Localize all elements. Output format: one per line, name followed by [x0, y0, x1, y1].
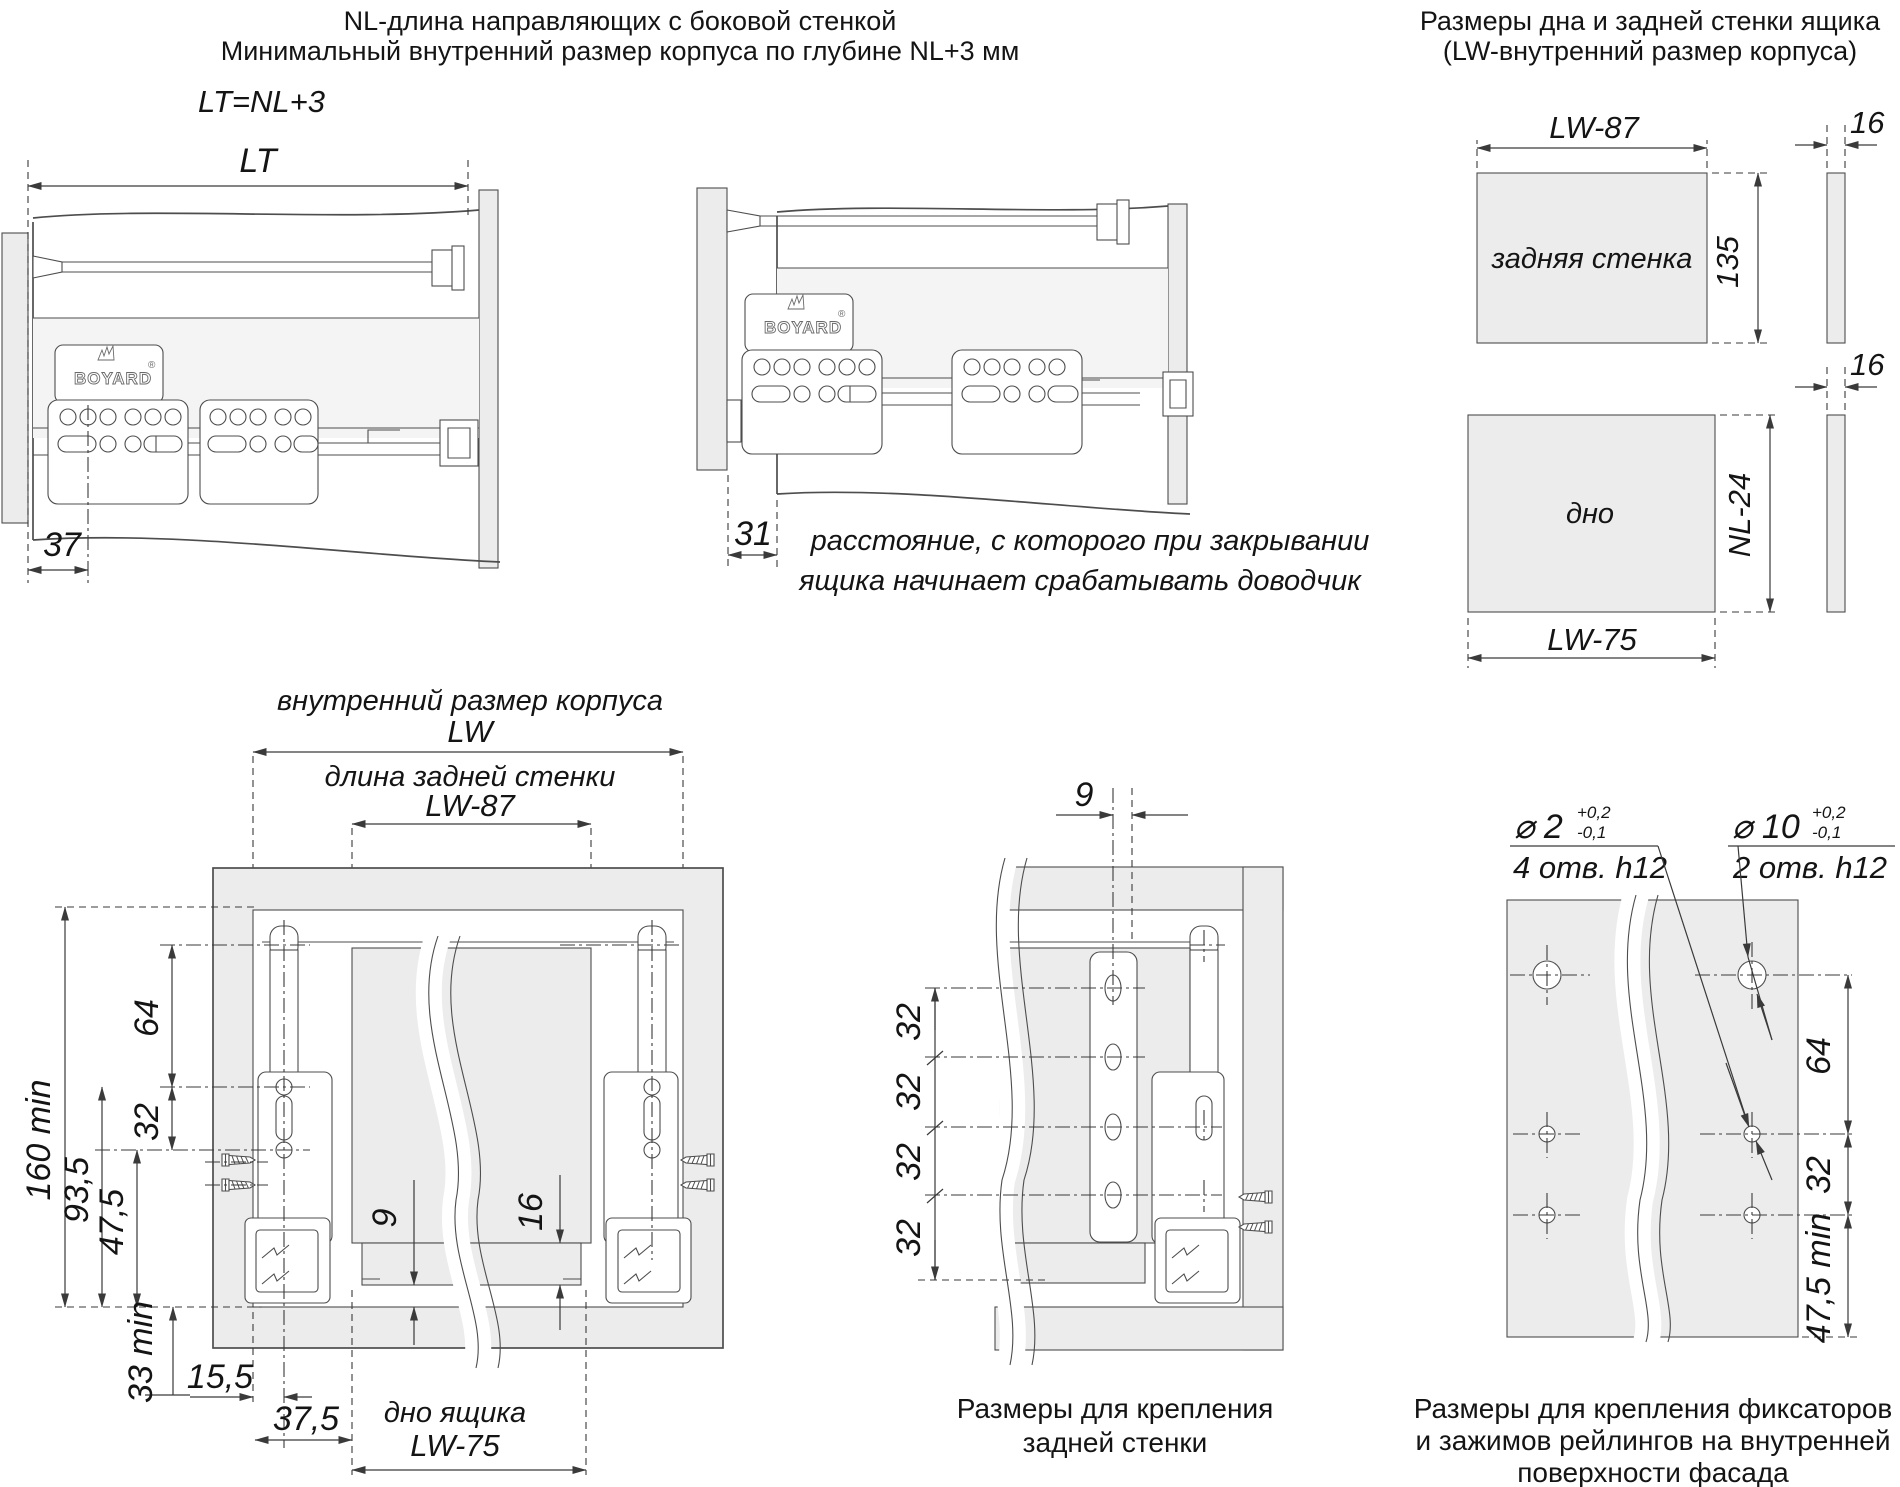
case-width-label-1: внутренний размер корпуса — [277, 685, 663, 717]
dim-32: 32 — [128, 1103, 166, 1141]
callout-dia10-tol-minus: -0,1 — [1812, 823, 1841, 842]
lt-formula: LT=NL+3 — [198, 84, 325, 119]
callout-dia10: ⌀ 10 — [1732, 808, 1800, 846]
bottom-panel-drawing: дно NL-24 LW-75 16 — [1467, 347, 1885, 668]
dim-9: 9 — [1075, 776, 1094, 814]
callout-dia10-qty: 2 отв. h12 — [1732, 850, 1887, 885]
back-panel-thickness: 16 — [1850, 105, 1885, 140]
callout-dia2-tol-minus: -0,1 — [1577, 823, 1606, 842]
dim-32-1: 32 — [890, 1003, 928, 1041]
sheet-titles: NL-длина направляющих с боковой стенкой … — [221, 6, 1881, 66]
closing-caption-1: расстояние, с которого при закрывании — [810, 525, 1370, 557]
front-view-drawing: внутренний размер корпуса LW длина задне… — [20, 685, 724, 1475]
bottom-panel-label: дно — [1566, 498, 1614, 530]
back-panel-drawing: задняя стенка LW-87 135 16 — [1476, 105, 1885, 344]
registered-mark-icon: ® — [838, 309, 846, 320]
callout-dia2-qty: 4 отв. h12 — [1513, 850, 1667, 885]
dim-9: 9 — [366, 1208, 404, 1227]
facade-caption-1: Размеры для крепления фиксаторов — [1414, 1393, 1893, 1424]
facade-caption-3: поверхности фасада — [1517, 1457, 1789, 1487]
bottom-panel-height: NL-24 — [1722, 473, 1757, 557]
callout-dia2-tol-plus: +0,2 — [1577, 803, 1611, 822]
registered-mark-icon: ® — [148, 360, 156, 371]
boyard-logo: BOYARD — [74, 369, 152, 388]
dim-64: 64 — [1800, 1037, 1838, 1075]
back-panel-label: задняя стенка — [1491, 243, 1693, 275]
drawer-bottom-label-2: LW-75 — [410, 1428, 500, 1463]
callout-dia2: ⌀ 2 — [1514, 808, 1563, 846]
facade-drawing: 64 32 47,5 min ⌀ 2 +0,2 -0,1 4 отв. h12 … — [1414, 803, 1895, 1487]
back-length-label-2: LW-87 — [425, 788, 516, 823]
dim-16: 16 — [512, 1193, 550, 1231]
dim-37: 37 — [43, 526, 82, 564]
dim-93-5: 93,5 — [58, 1157, 96, 1223]
rear-mount-caption-1: Размеры для крепления — [957, 1393, 1274, 1424]
back-length-label-1: длина задней стенки — [325, 761, 616, 793]
title-top-left-2: Минимальный внутренний размер корпуса по… — [221, 36, 1020, 66]
closing-view-drawing: BOYARD ® 31 расстояние, с которого при з… — [696, 187, 1370, 597]
dim-32-3: 32 — [890, 1143, 928, 1181]
title-top-right-2: (LW-внутренний размер корпуса) — [1443, 36, 1857, 66]
title-top-left-1: NL-длина направляющих с боковой стенкой — [344, 6, 897, 36]
rear-mount-caption-2: задней стенки — [1023, 1427, 1208, 1458]
bottom-panel-thickness: 16 — [1850, 347, 1885, 382]
dim-47-5: 47,5 — [93, 1189, 131, 1255]
boyard-logo: BOYARD — [764, 318, 842, 337]
dim-31: 31 — [734, 515, 772, 553]
dim-lt: LT — [239, 142, 278, 180]
drawer-bottom-label-1: дно ящика — [384, 1397, 526, 1429]
dim-47-5min: 47,5 min — [1800, 1213, 1838, 1343]
dim-33min: 33 min — [122, 1301, 160, 1403]
back-panel-height: 135 — [1710, 235, 1745, 287]
case-width-label-2: LW — [447, 714, 495, 749]
title-top-right-1: Размеры дна и задней стенки ящика — [1420, 6, 1881, 36]
dim-32-4: 32 — [890, 1219, 928, 1257]
back-panel-width: LW-87 — [1549, 110, 1640, 145]
dim-160min: 160 min — [20, 1080, 58, 1201]
dim-32: 32 — [1800, 1156, 1838, 1194]
dim-64: 64 — [128, 999, 166, 1037]
closing-caption-2: ящика начинает срабатывать доводчик — [798, 565, 1362, 597]
dim-37-5: 37,5 — [273, 1400, 339, 1438]
dim-15-5: 15,5 — [187, 1358, 253, 1396]
side-view-drawing: LT=NL+3 BOYARD ® — [1, 84, 501, 585]
dim-32-2: 32 — [890, 1073, 928, 1111]
facade-caption-2: и зажимов рейлингов на внутренней — [1416, 1425, 1891, 1456]
rear-mount-drawing: 9 32 32 32 32 Размеры для крепления задн… — [890, 776, 1284, 1458]
callout-dia10-tol-plus: +0,2 — [1812, 803, 1846, 822]
bottom-panel-width: LW-75 — [1547, 622, 1637, 657]
